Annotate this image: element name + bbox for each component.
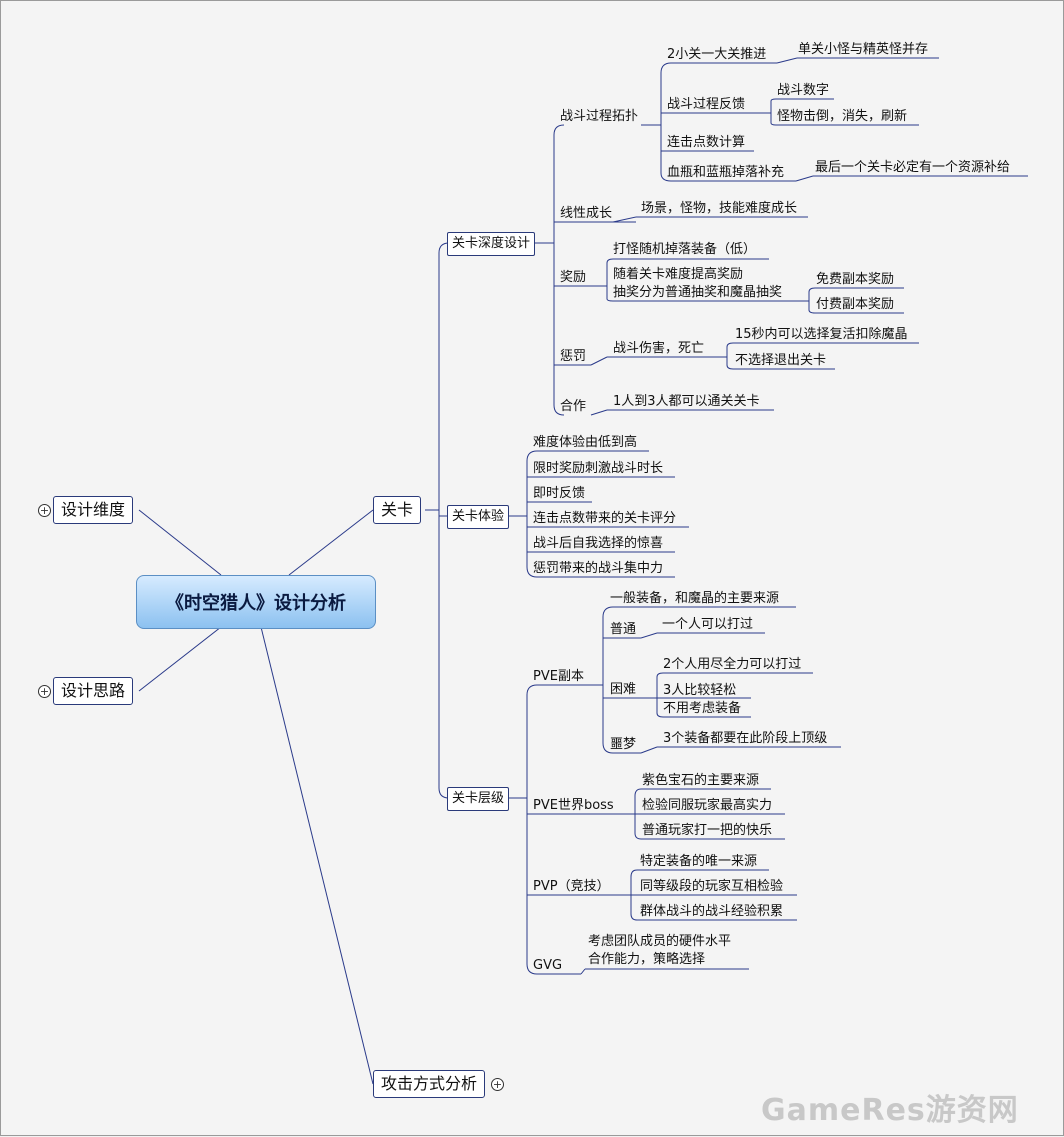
- node-reward[interactable]: 奖励: [560, 270, 587, 285]
- node-pve-nightmare[interactable]: 噩梦: [610, 737, 637, 752]
- node-experience-item[interactable]: 限时奖励刺激战斗时长: [533, 461, 664, 476]
- node-pve[interactable]: PVE副本: [533, 669, 584, 684]
- node-fb-numbers[interactable]: 战斗数字: [777, 83, 830, 98]
- node-experience-item[interactable]: 连击点数带来的关卡评分: [533, 511, 677, 526]
- node-experience-item[interactable]: 战斗后自我选择的惊喜: [533, 536, 664, 551]
- node-experience-item[interactable]: 惩罚带来的战斗集中力: [533, 561, 664, 576]
- node-pve-gear[interactable]: 一般装备，和魔晶的主要来源: [610, 591, 780, 606]
- node-reward-increase-2[interactable]: 抽奖分为普通抽奖和魔晶抽奖: [613, 285, 783, 300]
- node-boss[interactable]: PVE世界boss: [533, 798, 614, 813]
- node-push-detail[interactable]: 单关小怪与精英怪并存: [798, 42, 929, 57]
- subtopic-experience[interactable]: 关卡体验: [447, 505, 510, 529]
- expand-plus-icon[interactable]: +: [38, 685, 51, 698]
- node-battle-topology[interactable]: 战斗过程拓扑: [560, 109, 639, 124]
- node-experience-item[interactable]: 即时反馈: [533, 486, 586, 501]
- subtopic-depth-design[interactable]: 关卡深度设计: [447, 232, 536, 256]
- topic-label: 设计维度: [61, 500, 126, 519]
- node-pve-hard-1[interactable]: 2个人用尽全力可以打过: [663, 657, 802, 672]
- node-boss-item[interactable]: 检验同服玩家最高实力: [642, 798, 773, 813]
- node-pve-hard[interactable]: 困难: [610, 682, 637, 697]
- root-topic[interactable]: 《时空猎人》设计分析: [136, 575, 376, 629]
- node-potion[interactable]: 血瓶和蓝瓶掉落补充: [667, 165, 785, 180]
- node-reward-paid[interactable]: 付费副本奖励: [816, 297, 895, 312]
- node-reward-free[interactable]: 免费副本奖励: [816, 272, 895, 287]
- node-fb-monster[interactable]: 怪物击倒，消失，刷新: [777, 109, 908, 124]
- node-gvg-line2[interactable]: 合作能力，策略选择: [588, 952, 706, 967]
- node-push[interactable]: 2小关一大关推进: [667, 47, 767, 62]
- subtopic-label: 关卡深度设计: [452, 236, 531, 251]
- node-reward-drop[interactable]: 打怪随机掉落装备（低）: [613, 242, 757, 257]
- node-pvp[interactable]: PVP（竞技）: [533, 879, 610, 894]
- node-potion-detail[interactable]: 最后一个关卡必定有一个资源补给: [815, 160, 1011, 175]
- node-combo[interactable]: 连击点数计算: [667, 135, 746, 150]
- node-pve-normal-detail[interactable]: 一个人可以打过: [662, 617, 754, 632]
- node-pve-hard-2[interactable]: 3人比较轻松: [663, 683, 737, 698]
- node-penalty-exit[interactable]: 不选择退出关卡: [735, 353, 827, 368]
- node-experience-item[interactable]: 难度体验由低到高: [533, 435, 638, 450]
- node-penalty-death[interactable]: 战斗伤害，死亡: [613, 341, 705, 356]
- expand-plus-icon[interactable]: +: [38, 504, 51, 517]
- node-feedback[interactable]: 战斗过程反馈: [667, 97, 746, 112]
- subtopic-label: 关卡体验: [452, 509, 505, 524]
- node-pvp-item[interactable]: 特定装备的唯一来源: [640, 854, 758, 869]
- topic-label: 攻击方式分析: [381, 1074, 478, 1093]
- node-pve-hard-3[interactable]: 不用考虑装备: [663, 701, 742, 716]
- node-linear-detail[interactable]: 场景，怪物，技能难度成长: [641, 201, 798, 216]
- topic-label: 关卡: [381, 500, 414, 519]
- topic-label: 设计思路: [61, 681, 126, 700]
- node-gvg-line1[interactable]: 考虑团队成员的硬件水平: [588, 934, 732, 949]
- node-pvp-item[interactable]: 同等级段的玩家互相检验: [640, 879, 784, 894]
- node-linear[interactable]: 线性成长: [560, 206, 613, 221]
- node-penalty-revive[interactable]: 15秒内可以选择复活扣除魔晶: [735, 327, 908, 342]
- subtopic-label: 关卡层级: [452, 791, 505, 806]
- node-reward-increase-1[interactable]: 随着关卡难度提高奖励: [613, 267, 744, 282]
- watermark-logo: GameRes游资网: [761, 1093, 1019, 1128]
- expand-plus-icon[interactable]: +: [491, 1078, 504, 1091]
- root-title: 《时空猎人》设计分析: [166, 593, 346, 614]
- topic-design-dimension[interactable]: 设计维度: [53, 496, 134, 524]
- topic-attack-analysis[interactable]: 攻击方式分析: [373, 1070, 486, 1098]
- node-pve-normal[interactable]: 普通: [610, 622, 637, 637]
- node-boss-item[interactable]: 紫色宝石的主要来源: [642, 773, 760, 788]
- topic-design-idea[interactable]: 设计思路: [53, 677, 134, 705]
- topic-level[interactable]: 关卡: [373, 496, 422, 524]
- node-penalty[interactable]: 惩罚: [560, 349, 587, 364]
- node-coop[interactable]: 合作: [560, 399, 587, 414]
- node-gvg[interactable]: GVG: [533, 958, 563, 973]
- node-pvp-item[interactable]: 群体战斗的战斗经验积累: [640, 904, 784, 919]
- node-coop-detail[interactable]: 1人到3人都可以通关关卡: [613, 394, 760, 409]
- node-boss-item[interactable]: 普通玩家打一把的快乐: [642, 823, 773, 838]
- subtopic-tiers[interactable]: 关卡层级: [447, 787, 510, 811]
- node-pve-nightmare-detail[interactable]: 3个装备都要在此阶段上顶级: [663, 731, 828, 746]
